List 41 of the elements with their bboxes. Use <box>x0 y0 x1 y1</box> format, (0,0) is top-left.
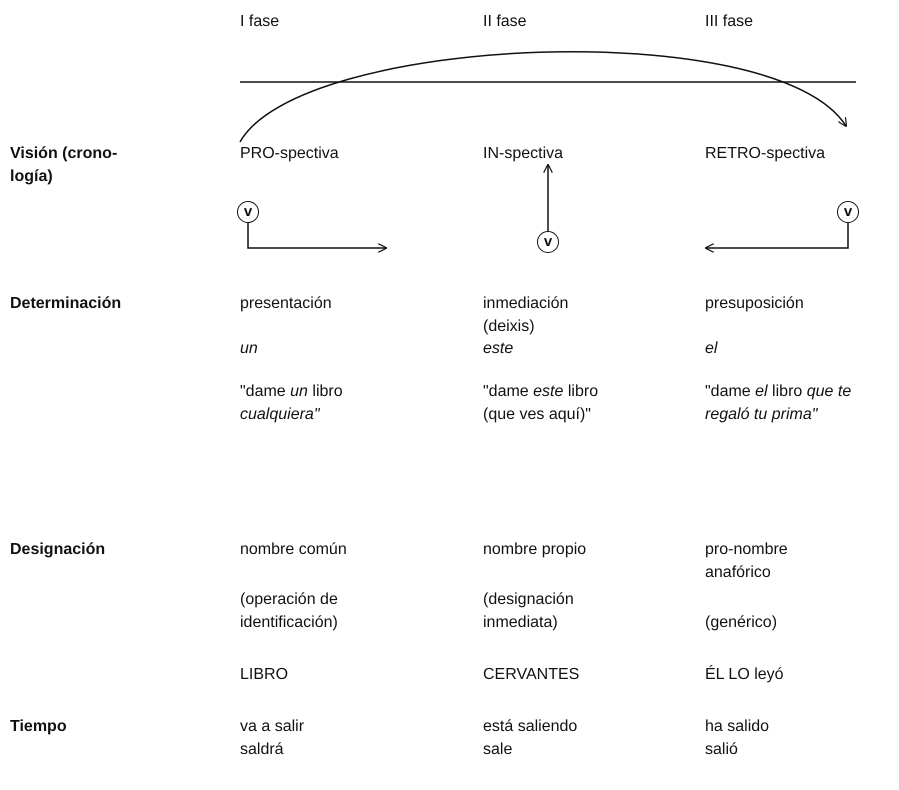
row-heading: Tiempo <box>10 717 68 737</box>
example-sentence: "dame este libro (que ves aquí)" <box>483 382 600 425</box>
article-text: el <box>705 339 719 359</box>
tense-text: ha salido <box>705 717 770 737</box>
example-sentence: "dame un libro cualquiera" <box>240 382 344 425</box>
row-heading: Designación <box>10 540 106 560</box>
tense-text: salió <box>705 740 739 760</box>
arrow <box>704 223 849 254</box>
tense-text: saldrá <box>240 740 285 760</box>
table-text: nombre propio <box>483 540 588 560</box>
example-text: LIBRO <box>240 665 290 685</box>
table-text: presentación <box>240 294 333 314</box>
viewer-circle: v <box>537 231 559 253</box>
table-text: pro-nombre anafórico <box>705 540 789 583</box>
tense-text: está saliendo <box>483 717 578 737</box>
phase-heading: III fase <box>705 12 754 32</box>
table-text: (designación inmediata) <box>483 590 575 633</box>
viewer-circle: v <box>837 201 859 223</box>
tense-text: sale <box>483 740 514 760</box>
example-sentence: "dame el libro que te regaló tu prima" <box>705 382 852 425</box>
viewer-circle: v <box>237 201 259 223</box>
arrow <box>247 223 388 254</box>
phase-heading: II fase <box>483 12 528 32</box>
phase-label: PRO-spectiva <box>240 142 339 165</box>
row-heading: Determinación <box>10 294 122 314</box>
phase-label: IN-spectiva <box>483 142 564 165</box>
article-text: este <box>483 339 514 359</box>
example-text: CERVANTES <box>483 665 580 685</box>
table-text: presuposición <box>705 294 805 314</box>
article-text: un <box>240 339 259 359</box>
table-text: (genérico) <box>705 613 778 633</box>
phase-heading: I fase <box>240 12 280 32</box>
curved-arrow <box>239 52 848 143</box>
example-text: ÉL LO leyó <box>705 664 785 685</box>
row-heading: Visión (crono-logía) <box>10 144 118 187</box>
table-text: inmediación (deixis) <box>483 294 570 337</box>
table-text: nombre común <box>240 540 348 560</box>
table-text: (operación de identificación) <box>240 590 339 633</box>
arrow <box>542 164 554 231</box>
tense-text: va a salir <box>240 717 306 737</box>
phase-label: RETRO-spectiva <box>705 142 826 165</box>
